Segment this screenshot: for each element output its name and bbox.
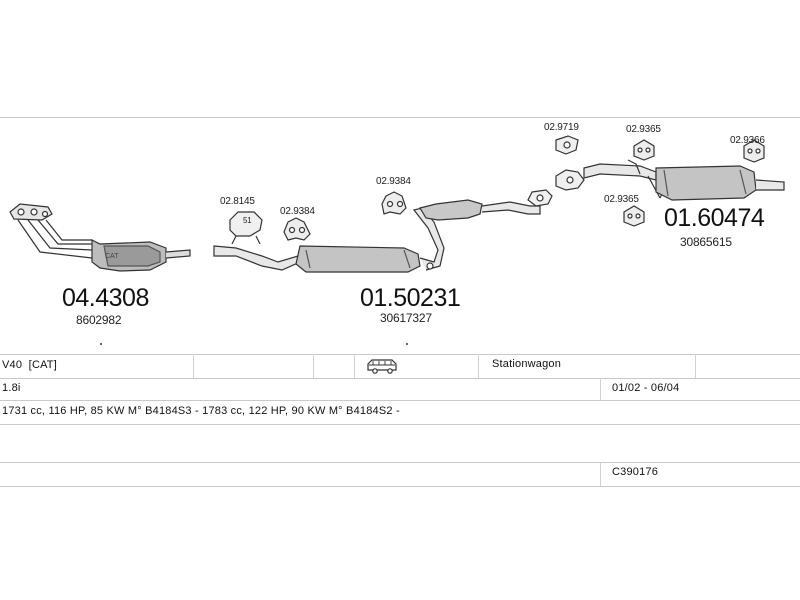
front-pipe-oem-number: 8602982 — [76, 313, 122, 327]
info-row-divider-3 — [0, 424, 800, 425]
mount-9365-lower-label: 02.9365 — [604, 194, 639, 205]
middle-silencer-part-number: 01.50231 — [360, 284, 461, 312]
rear-silencer-part-number: 01.60474 — [664, 204, 765, 232]
front-pipe-catalyst-drawing: CAT — [9, 203, 191, 272]
mount-9366-drawing — [743, 139, 765, 163]
gasket-9719-drawing — [555, 135, 579, 155]
gasket-9719-label: 02.9719 — [544, 122, 579, 133]
marker-dot — [100, 343, 102, 345]
row1-divider — [313, 354, 314, 378]
row1-divider — [193, 354, 194, 378]
mount-9365-lower-drawing — [623, 205, 645, 227]
body-type-cell: Stationwagon — [492, 358, 562, 370]
info-row-divider-5 — [0, 486, 800, 487]
marker-dot — [406, 343, 408, 345]
intermediate-pipe-drawing — [419, 189, 553, 221]
rear-silencer-drawing — [583, 159, 785, 201]
mount-9365-upper-drawing — [633, 139, 655, 161]
info-row-divider-4 — [0, 462, 800, 463]
mount-9384-left-label: 02.9384 — [280, 206, 315, 217]
mount-9365-upper-label: 02.9365 — [626, 124, 661, 135]
clamp-8145-tag: 51 — [243, 216, 252, 225]
middle-silencer-drawing — [213, 207, 445, 273]
rear-silencer-oem-number: 30865615 — [680, 235, 732, 249]
row1-divider — [354, 354, 355, 378]
rear-flange-drawing — [555, 169, 585, 191]
front-pipe-part-number: 04.4308 — [62, 284, 149, 312]
mount-9384-upper-drawing — [381, 191, 407, 215]
engine-details-cell: 1731 cc, 116 HP, 85 KW M° B4184S3 - 1783… — [2, 405, 400, 417]
stationwagon-icon — [367, 359, 397, 374]
years-cell: 01/02 - 06/04 — [612, 382, 680, 394]
row1-divider — [695, 354, 696, 378]
engine-cell: 1.8i — [2, 382, 21, 394]
model-cell: V40 [CAT] — [2, 359, 57, 371]
info-row-divider-1 — [0, 378, 800, 379]
middle-silencer-oem-number: 30617327 — [380, 311, 432, 325]
info-row-divider-2 — [0, 400, 800, 401]
mount-9366-label: 02.9366 — [730, 135, 765, 146]
exhaust-diagram: CAT — [9, 135, 785, 273]
svg-text:CAT: CAT — [105, 253, 119, 260]
row2-divider — [600, 378, 601, 400]
kit-code-cell: C390176 — [612, 466, 659, 478]
clamp-8145-label: 02.8145 — [220, 196, 255, 207]
mount-9384-left-drawing — [283, 217, 311, 241]
info-table-top-rule — [0, 354, 800, 355]
top-rule — [0, 117, 800, 118]
row5-divider — [600, 462, 601, 486]
clamp-8145-drawing — [229, 211, 263, 245]
mount-9384-upper-label: 02.9384 — [376, 176, 411, 187]
row1-divider — [478, 354, 479, 378]
